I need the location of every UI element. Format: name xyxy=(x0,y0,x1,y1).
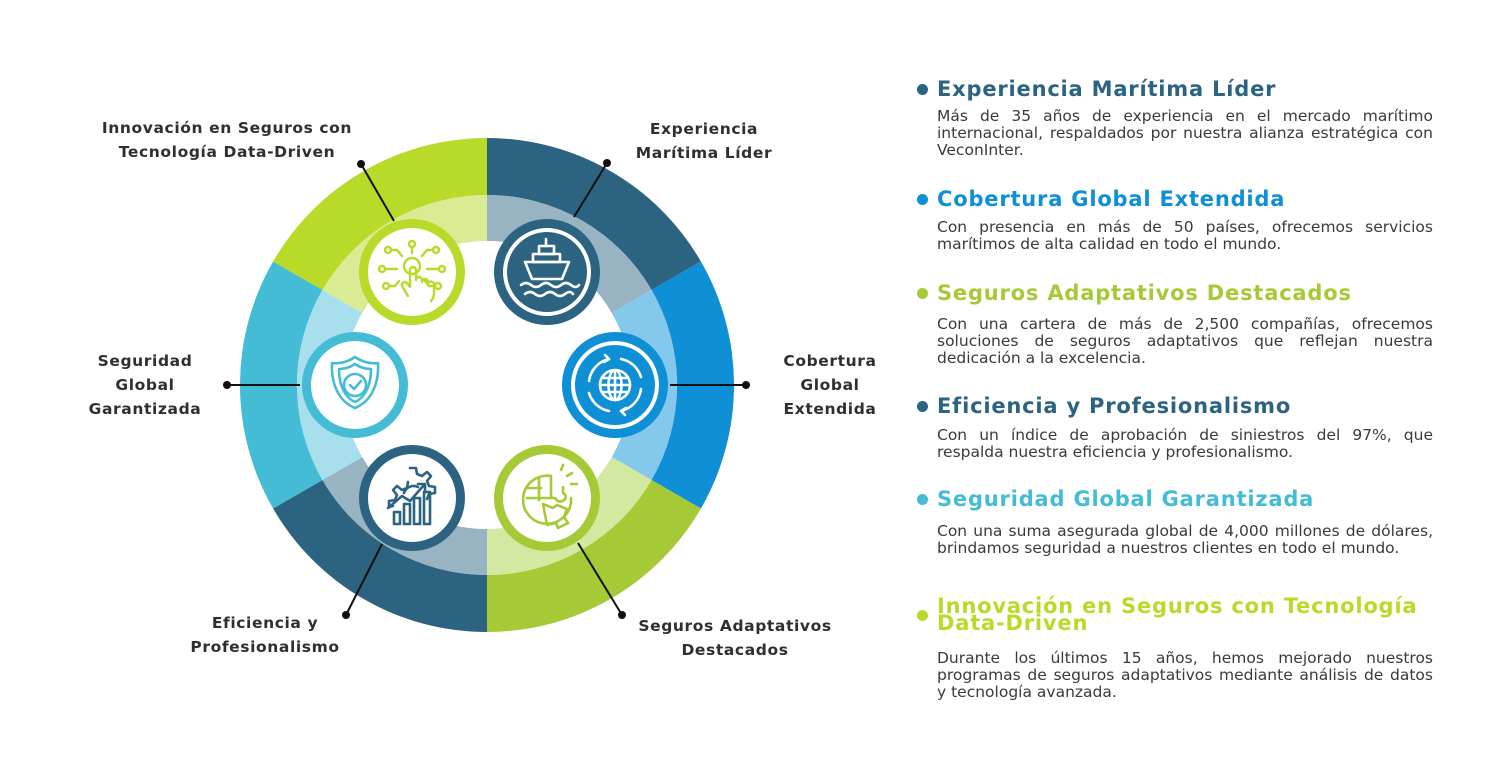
shield-check-icon xyxy=(302,332,408,438)
feature-description: Con un índice de aprobación de siniestro… xyxy=(937,426,1433,461)
touch-circuit-icon xyxy=(359,219,465,325)
bullet-dot xyxy=(917,401,928,412)
bullet-dot xyxy=(917,84,928,95)
outer-segment-eficiencia xyxy=(273,480,487,632)
connector-dot-adaptativos xyxy=(618,611,626,619)
connector-line-eficiencia xyxy=(345,543,383,616)
feature-description: Con presencia en más de 50 países, ofrec… xyxy=(937,218,1433,253)
label-eficiencia-line2: Profesionalismo xyxy=(190,638,340,656)
puzzle-map-icon xyxy=(494,445,600,551)
globe-cycle-icon xyxy=(562,332,668,438)
label-maritima: Experiencia Marítima Líder xyxy=(604,117,804,165)
label-seguridad-line3: Garantizada xyxy=(88,400,202,418)
label-adaptativos-line2: Destacados xyxy=(681,641,789,659)
label-connectors xyxy=(223,159,750,619)
feature-description: Con una suma asegurada global de 4,000 m… xyxy=(937,522,1433,557)
feature-description: Con una cartera de más de 2,500 compañía… xyxy=(937,315,1433,367)
bullet-dot xyxy=(917,288,928,299)
gear-chart-icon xyxy=(359,445,465,551)
label-cobertura-line2: Global xyxy=(800,376,860,394)
feature-title: Experiencia Marítima Líder xyxy=(937,77,1277,101)
ship-icon xyxy=(494,219,600,325)
connector-dot-innovacion xyxy=(357,160,365,168)
label-innovacion-line1: Innovación en Seguros con xyxy=(101,119,353,137)
label-adaptativos-line1: Seguros Adaptativos xyxy=(638,617,832,635)
connector-line-innovacion xyxy=(360,163,395,222)
feature-title: Eficiencia y Profesionalismo xyxy=(937,394,1292,418)
connector-dot-eficiencia xyxy=(342,611,350,619)
label-cobertura-line1: Cobertura xyxy=(783,352,877,370)
label-eficiencia: Eficiencia y Profesionalismo xyxy=(160,611,370,659)
label-adaptativos: Seguros Adaptativos Destacados xyxy=(620,614,850,662)
connector-dot-cobertura xyxy=(742,381,750,389)
label-innovacion: Innovación en Seguros con Tecnología Dat… xyxy=(72,116,382,164)
feature-title: Innovación en Seguros con Tecnología Dat… xyxy=(937,594,1418,635)
wheel-diagram xyxy=(223,138,750,632)
feature-list: Experiencia Marítima Líder Más de 35 año… xyxy=(915,0,1435,768)
outer-segment-maritima xyxy=(487,138,701,290)
feature-title: Cobertura Global Extendida xyxy=(937,187,1286,211)
connector-line-maritima xyxy=(573,162,608,218)
label-seguridad-line2: Global xyxy=(115,376,175,394)
feature-title: Seguros Adaptativos Destacados xyxy=(937,281,1352,305)
feature-description: Durante los últimos 15 años, hemos mejor… xyxy=(937,649,1433,701)
bullet-dot xyxy=(917,610,928,621)
outer-segment-innovacion xyxy=(273,138,487,290)
bullet-dot xyxy=(917,494,928,505)
label-maritima-line2: Marítima Líder xyxy=(635,144,773,162)
connector-dot-seguridad xyxy=(223,381,231,389)
label-innovacion-line2: Tecnología Data-Driven xyxy=(118,143,336,161)
feature-description: Más de 35 años de experiencia en el merc… xyxy=(937,107,1433,159)
label-cobertura: Cobertura Global Extendida xyxy=(760,349,900,421)
outer-segment-adaptativos xyxy=(487,480,701,632)
label-maritima-line1: Experiencia xyxy=(649,120,759,138)
label-seguridad-line1: Seguridad xyxy=(97,352,193,370)
connector-dot-maritima xyxy=(603,159,611,167)
label-cobertura-line3: Extendida xyxy=(783,400,877,418)
feature-title: Seguridad Global Garantizada xyxy=(937,487,1315,511)
label-eficiencia-line1: Eficiencia y xyxy=(211,614,319,632)
bullet-dot xyxy=(917,194,928,205)
label-seguridad: Seguridad Global Garantizada xyxy=(70,349,220,421)
connector-line-adaptativos xyxy=(577,542,623,616)
